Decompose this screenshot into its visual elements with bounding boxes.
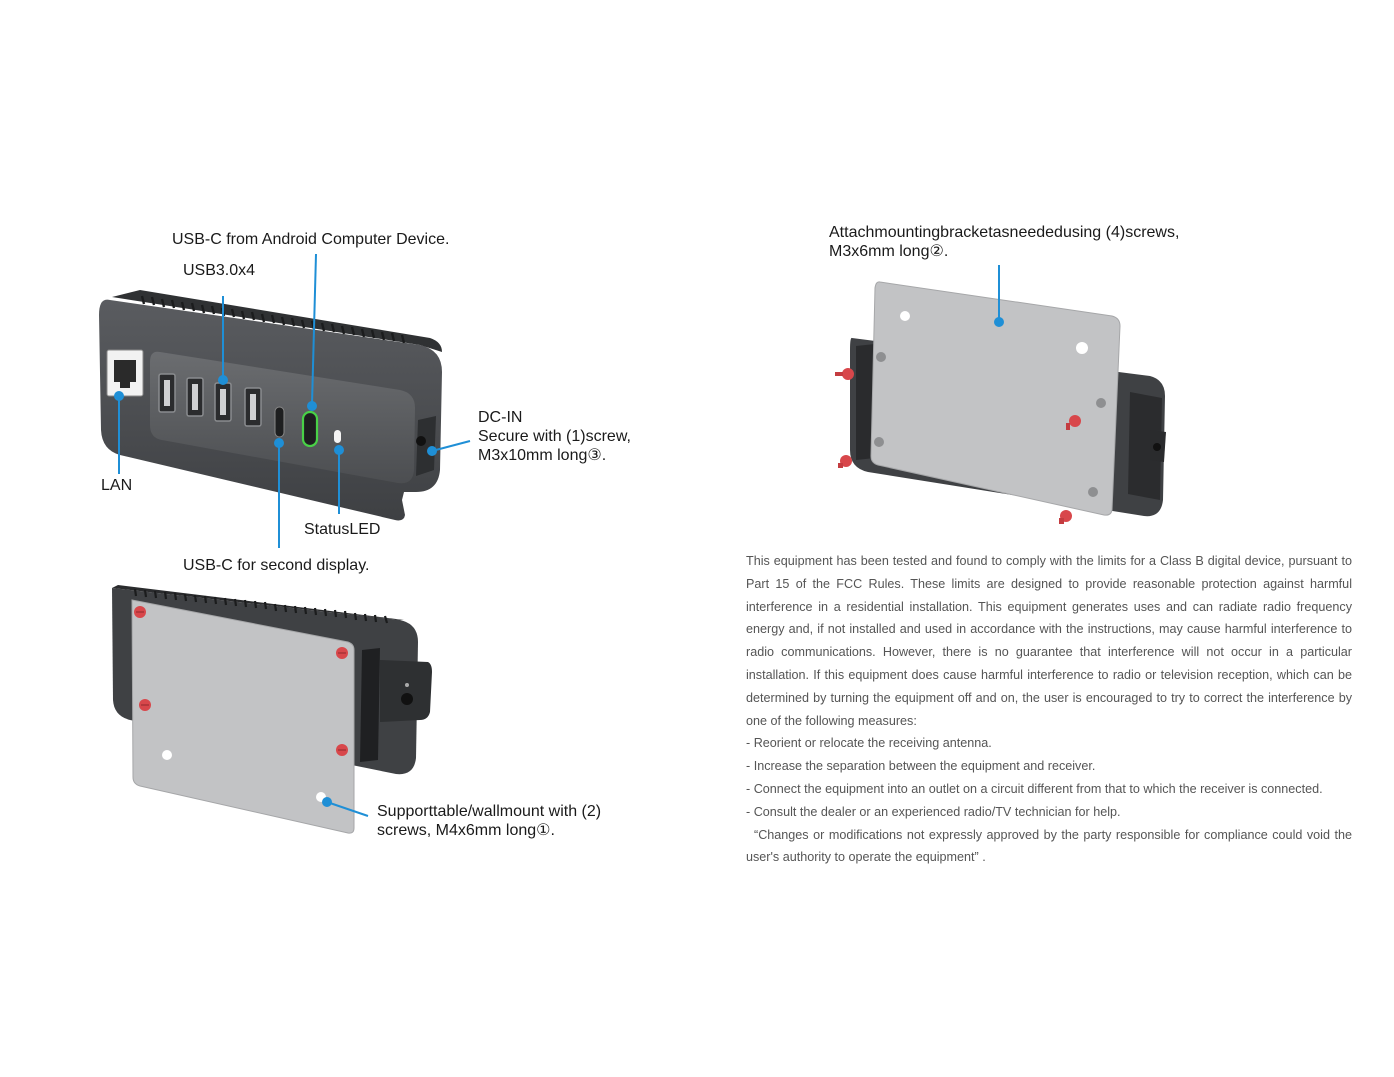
label-lan: LAN bbox=[101, 477, 133, 494]
usb-c-android-port bbox=[301, 410, 319, 448]
bracket-plate bbox=[870, 281, 1121, 516]
label-attach-line2: M3x6mm long②. bbox=[829, 243, 949, 260]
device-body-back bbox=[112, 585, 432, 775]
fcc-measure-4: - Consult the dealer or an experienced r… bbox=[746, 804, 1121, 819]
mounting-plate bbox=[131, 599, 355, 834]
label-usbc-android: USB-C from Android Computer Device. bbox=[172, 231, 450, 248]
lan-port bbox=[106, 349, 144, 397]
screw-icons-right bbox=[835, 368, 1081, 524]
device-front-diagram bbox=[99, 253, 471, 548]
fcc-closing: “Changes or modifications not expressly … bbox=[746, 827, 1352, 865]
fcc-statement: This equipment has been tested and found… bbox=[746, 550, 1352, 869]
fcc-measure-3: - Connect the equipment into an outlet o… bbox=[746, 781, 1323, 796]
label-dcin-title: DC-IN bbox=[478, 409, 523, 426]
status-led bbox=[334, 430, 341, 443]
device-body bbox=[99, 290, 442, 521]
fcc-measure-1: - Reorient or relocate the receiving ant… bbox=[746, 736, 992, 751]
label-usb30: USB3.0x4 bbox=[183, 262, 256, 279]
label-support-line2: screws, M4x6mm long①. bbox=[377, 822, 555, 839]
label-support-line1: Supporttable/wallmount with (2) bbox=[377, 803, 602, 820]
device-body-right bbox=[850, 337, 1166, 517]
label-dcin-line3: M3x10mm long③. bbox=[478, 447, 607, 464]
label-usbc-second-display: USB-C for second display. bbox=[183, 557, 370, 574]
label-attach-line1: Attachmountingbracketasneededusing (4)sc… bbox=[829, 224, 1180, 241]
fcc-paragraph: This equipment has been tested and found… bbox=[746, 554, 1352, 728]
label-dcin-line2: Secure with (1)screw, bbox=[478, 428, 631, 445]
label-status-led: StatusLED bbox=[304, 521, 381, 538]
screw-icons bbox=[134, 606, 348, 756]
usb-c-second-display-port bbox=[274, 406, 285, 438]
fcc-measure-2: - Increase the separation between the eq… bbox=[746, 759, 1096, 774]
